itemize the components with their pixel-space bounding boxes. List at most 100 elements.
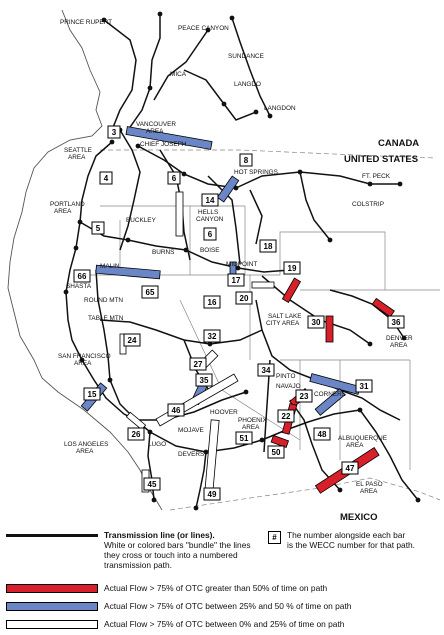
path-box-27: 27 xyxy=(189,357,207,371)
path-box-16: 16 xyxy=(203,295,221,309)
path-box-3: 3 xyxy=(107,125,121,139)
path-number-boxes: 3 4 5 6 6 8 14 15 16 17 18 19 20 22 23 2… xyxy=(73,125,405,501)
svg-text:36: 36 xyxy=(392,318,401,327)
legend-number-desc-1: The number alongside each bar xyxy=(287,530,406,540)
label-salt-lake-area: CITY AREA xyxy=(266,320,300,327)
path-box-65: 65 xyxy=(141,285,159,299)
map-legend: Transmission line (or lines). White or c… xyxy=(0,528,444,635)
label-lugo: LUGO xyxy=(148,441,166,448)
label-phoenix-area: AREA xyxy=(242,424,260,431)
wecc-transmission-map: 3 4 5 6 6 8 14 15 16 17 18 19 20 22 23 2… xyxy=(7,9,441,523)
label-vancouver-area: AREA xyxy=(146,128,164,135)
legend-line-sample xyxy=(6,534,98,537)
path-box-19: 19 xyxy=(283,261,301,275)
path-bar-48 xyxy=(314,388,346,416)
svg-text:47: 47 xyxy=(346,464,355,473)
label-round-mtn: ROUND MTN xyxy=(84,297,123,304)
path-box-31: 31 xyxy=(355,379,373,393)
path-bar-50 xyxy=(270,434,290,449)
svg-text:19: 19 xyxy=(288,264,297,273)
svg-text:26: 26 xyxy=(132,430,141,439)
path-box-18: 18 xyxy=(259,239,277,253)
svg-text:27: 27 xyxy=(194,360,203,369)
path-box-15: 15 xyxy=(83,387,101,401)
label-san-francisco: SAN FRANCISCO xyxy=(58,353,111,360)
label-sundance: SUNDANCE xyxy=(228,53,264,60)
path-box-5: 5 xyxy=(91,221,105,235)
label-el-paso-area: AREA xyxy=(360,488,378,495)
label-mexico: MEXICO xyxy=(340,512,377,523)
svg-text:20: 20 xyxy=(240,294,249,303)
label-hoover: HOOVER xyxy=(210,409,238,416)
legend-red: Actual Flow > 75% of OTC greater than 50… xyxy=(6,583,327,593)
path-box-6b: 6 xyxy=(203,227,217,241)
label-los-angeles: LOS ANGELES xyxy=(64,441,108,448)
svg-text:34: 34 xyxy=(262,366,271,375)
label-peace-canyon: PEACE CANYON xyxy=(178,25,229,32)
svg-text:8: 8 xyxy=(244,156,249,165)
path-box-4: 4 xyxy=(99,171,113,185)
path-bar-malin xyxy=(95,264,161,280)
pacific-coastline xyxy=(7,9,163,511)
legend-blue-swatch xyxy=(6,601,98,611)
label-vancouver: VANCOUVER xyxy=(136,121,176,128)
path-box-26: 26 xyxy=(127,427,145,441)
label-pinto: PINTO xyxy=(276,373,295,380)
path-box-34: 34 xyxy=(257,363,275,377)
label-shasta: SHASTA xyxy=(66,283,92,290)
path-box-17: 17 xyxy=(227,273,245,287)
svg-text:18: 18 xyxy=(264,242,273,251)
us-mexico-border xyxy=(169,477,441,511)
label-mica: MICA xyxy=(170,71,187,78)
path-box-23: 23 xyxy=(295,389,313,403)
svg-text:23: 23 xyxy=(300,392,309,401)
svg-text:35: 35 xyxy=(200,376,209,385)
label-navajo: NAVAJO xyxy=(276,383,301,390)
label-midpoint: MIDPOINT xyxy=(226,261,257,268)
path-bar-26 xyxy=(125,411,147,431)
label-el-paso: EL PASO xyxy=(356,481,383,488)
legend-number-symbol: # xyxy=(268,531,281,544)
svg-text:50: 50 xyxy=(272,448,281,457)
label-seattle-area: AREA xyxy=(68,154,86,161)
label-hells: HELLS xyxy=(198,209,218,216)
path-bar-19 xyxy=(281,277,302,303)
label-portland-area: AREA xyxy=(54,208,72,215)
label-buckley: BUCKLEY xyxy=(126,217,157,224)
label-united-states: UNITED STATES xyxy=(344,154,418,165)
legend-number-desc-2: is the WECC number for that path. xyxy=(287,540,416,550)
svg-text:15: 15 xyxy=(88,390,97,399)
path-box-45: 45 xyxy=(143,477,161,491)
path-box-24: 24 xyxy=(123,333,141,347)
svg-text:16: 16 xyxy=(208,298,217,307)
label-albuquerque-area: AREA xyxy=(346,442,364,449)
label-colstrip: COLSTRIP xyxy=(352,201,384,208)
place-labels: PRINCE RUPERT PEACE CANYON MICA SUNDANCE… xyxy=(50,19,419,523)
path-bar-49 xyxy=(204,419,220,493)
label-corners: CORNERS xyxy=(314,391,346,398)
path-box-14: 14 xyxy=(201,193,219,207)
path-bar-6 xyxy=(175,191,184,237)
path-box-6: 6 xyxy=(167,171,181,185)
label-boise: BOISE xyxy=(200,247,220,254)
svg-text:14: 14 xyxy=(206,196,215,205)
svg-text:6: 6 xyxy=(172,174,177,183)
label-mojave: MOJAVE xyxy=(178,427,204,434)
path-box-32: 32 xyxy=(203,329,221,343)
label-burns: BURNS xyxy=(152,249,174,256)
path-box-20: 20 xyxy=(235,291,253,305)
legend-white-swatch xyxy=(6,619,98,629)
svg-text:22: 22 xyxy=(282,412,291,421)
svg-text:30: 30 xyxy=(312,318,321,327)
svg-text:45: 45 xyxy=(148,480,157,489)
legend-line-title: Transmission line (or lines). xyxy=(104,530,215,540)
path-bar-30 xyxy=(325,315,334,343)
path-bar-20 xyxy=(251,281,275,289)
label-malin: MALIN xyxy=(100,263,120,270)
label-devers: DEVERS xyxy=(178,451,204,458)
path-bar-36 xyxy=(371,297,395,318)
label-phoenix: PHOENIX xyxy=(238,417,268,424)
legend-line-desc-1: White or colored bars "bundle" the lines xyxy=(104,540,251,550)
path-box-22: 22 xyxy=(277,409,295,423)
label-portland: PORTLAND xyxy=(50,201,85,208)
